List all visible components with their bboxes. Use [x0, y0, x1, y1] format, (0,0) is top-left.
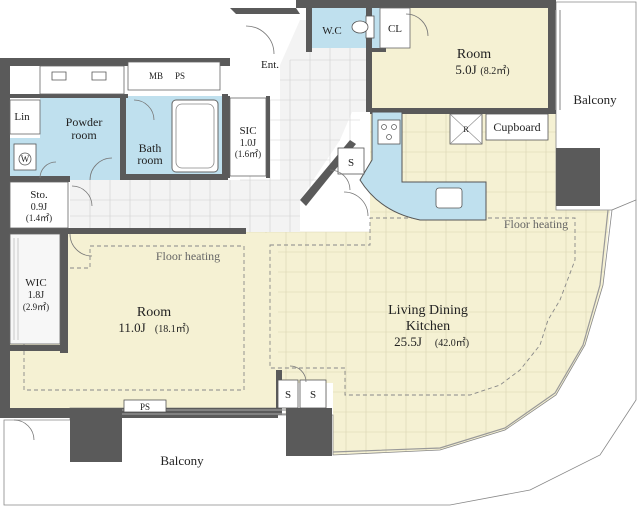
ldk-title-1: Living Dining [388, 303, 468, 318]
toilet-icon [351, 15, 375, 39]
stove-icon [377, 119, 401, 145]
s2-box [299, 379, 327, 409]
floor-heating-ldk-label: Floor heating [504, 217, 568, 231]
door-swings [13, 13, 429, 441]
ps-bottom-label: PS [140, 402, 150, 412]
s1-box [277, 379, 299, 409]
room-top-area-sub: (8.2㎡) [480, 65, 509, 77]
room-top-title: Room [457, 47, 491, 62]
lin-label: Lin [14, 111, 30, 123]
room-main-title: Room [137, 305, 171, 320]
kitchen-sink-icon [435, 187, 463, 209]
s-kitchen-box [337, 147, 365, 175]
s2-label: S [310, 389, 316, 401]
floor-heating-room-label: Floor heating [156, 249, 220, 263]
bath-label-2: room [137, 153, 163, 167]
sto-label: Sto. [30, 189, 48, 201]
room-top-area: 5.0J [455, 62, 476, 77]
powder-floor [40, 96, 124, 180]
cl-label: CL [388, 23, 402, 35]
ldk-floor [246, 112, 610, 455]
powder-label-2: room [71, 128, 97, 142]
column-bottom-mid [286, 408, 332, 456]
sto-closet [9, 181, 69, 229]
sto-area: 0.9J [31, 202, 48, 213]
room-main-floor-lower [60, 383, 278, 408]
sink-right-icon [91, 71, 107, 81]
sto-area-sub: (1.4㎡) [26, 213, 52, 223]
hallway-floor [70, 20, 370, 232]
wic-closet [9, 233, 61, 345]
ent-label: Ent. [261, 59, 279, 71]
sink-left-icon [51, 71, 67, 81]
bath-label-1: Bath [139, 141, 162, 155]
ps-label: PS [175, 71, 185, 81]
ldk-title-2: Kitchen [406, 319, 450, 334]
powder-counter [39, 65, 125, 95]
wic-area-sub: (2.9㎡) [23, 302, 49, 312]
wic-area: 1.8J [28, 290, 45, 301]
cupboard-box [485, 113, 549, 141]
walls [0, 0, 600, 462]
sic-area: 1.0J [240, 138, 257, 149]
ldk-area: 25.5J [394, 334, 422, 349]
sic-label: SIC [239, 125, 256, 137]
powder-label-1: Powder [66, 115, 103, 129]
fridge-label: R [463, 125, 469, 134]
column-right [556, 148, 600, 206]
balcony-bottom-label: Balcony [160, 453, 204, 468]
mb-label: MB [149, 71, 163, 81]
washer-icon [13, 143, 37, 171]
washer-label: W [21, 154, 30, 164]
column-bottom-left [70, 408, 122, 462]
lin-shelf [9, 99, 41, 135]
wc-label: W.C [322, 25, 341, 37]
cl-box [379, 7, 411, 49]
bathtub [171, 99, 219, 173]
balcony-right-label: Balcony [573, 92, 617, 107]
hallway-tile-grid [70, 40, 370, 232]
s-kitchen-label: S [348, 157, 354, 169]
cupboard-label: Cupboard [493, 120, 540, 134]
ldk-area-sub: (42.0㎡) [435, 337, 469, 349]
sic-closet [229, 97, 267, 177]
floor-heating-room-outline [23, 245, 245, 391]
s1-label: S [285, 389, 291, 401]
room-main-area: 11.0J [118, 320, 145, 335]
wic-label: WIC [25, 277, 46, 289]
ps-bottom-box [123, 399, 167, 413]
mb-ps-box [127, 61, 221, 91]
room-main-area-sub: (18.1㎡) [155, 323, 189, 335]
labels: Room 5.0J (8.2㎡) Room 11.0J (18.1㎡) Livi… [14, 23, 617, 468]
sic-area-sub: (1.6㎡) [235, 149, 261, 159]
